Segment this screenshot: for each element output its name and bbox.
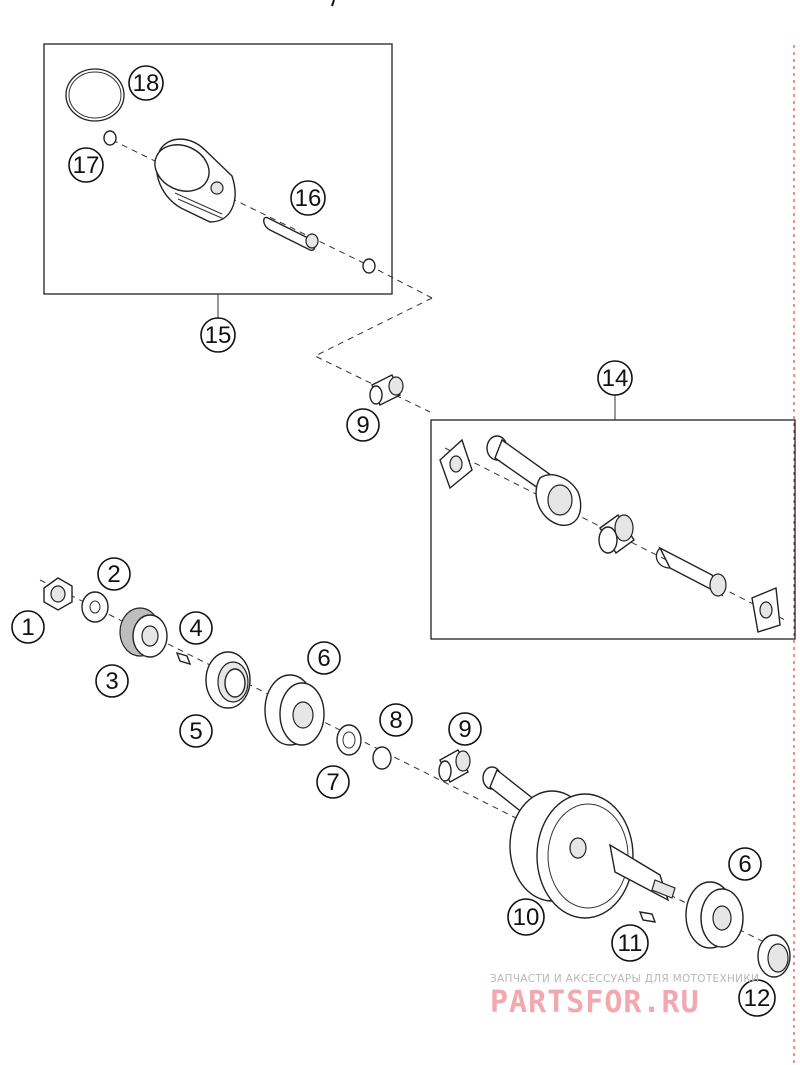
needle-bearing-lower[interactable] <box>438 749 471 783</box>
piston-ring[interactable] <box>65 68 125 122</box>
callout-6-left[interactable]: 6 <box>307 641 341 675</box>
shaft-seal[interactable] <box>205 651 251 709</box>
callout-8[interactable]: 8 <box>379 703 413 737</box>
callout-6-right[interactable]: 6 <box>728 847 762 881</box>
shaft-seal-right[interactable] <box>757 934 791 978</box>
callout-1[interactable]: 1 <box>11 610 45 644</box>
piston-pin[interactable] <box>263 216 319 251</box>
svg-text:6: 6 <box>738 851 751 878</box>
callout-15[interactable]: 15 <box>200 317 236 353</box>
piston[interactable] <box>147 136 236 223</box>
o-ring[interactable] <box>372 746 392 770</box>
ball-bearing-left[interactable] <box>264 674 325 746</box>
big-end-bearing[interactable] <box>598 513 635 555</box>
svg-text:10: 10 <box>513 904 540 931</box>
thrust-washer-left[interactable] <box>439 438 473 490</box>
svg-text:12: 12 <box>744 985 771 1012</box>
callout-11[interactable]: 11 <box>611 924 649 962</box>
circlip-left[interactable] <box>103 130 117 146</box>
svg-text:16: 16 <box>295 185 322 212</box>
spacer-washer[interactable] <box>336 724 362 756</box>
callout-14[interactable]: 14 <box>597 360 633 396</box>
conrod-kit-box <box>430 419 796 640</box>
svg-text:15: 15 <box>205 322 232 349</box>
svg-text:5: 5 <box>189 718 202 745</box>
top-mark <box>331 0 335 7</box>
callout-9-lower[interactable]: 9 <box>448 712 482 746</box>
svg-text:9: 9 <box>458 716 471 743</box>
callout-16[interactable]: 16 <box>290 180 326 216</box>
circlip-right[interactable] <box>362 258 376 274</box>
nut[interactable] <box>43 577 73 611</box>
callout-10[interactable]: 10 <box>507 898 545 936</box>
svg-text:8: 8 <box>389 707 402 734</box>
ball-bearing-right[interactable] <box>685 881 744 949</box>
watermark-tagline: ЗАПЧАСТИ И АКСЕССУАРЫ ДЛЯ МОТОТЕХНИКИ <box>490 973 759 985</box>
svg-text:3: 3 <box>105 668 118 695</box>
crankshaft[interactable] <box>482 766 676 919</box>
svg-text:2: 2 <box>107 561 120 588</box>
primary-gear[interactable] <box>119 607 168 658</box>
callout-2[interactable]: 2 <box>97 557 131 591</box>
callout-9-upper[interactable]: 9 <box>346 408 380 442</box>
svg-text:6: 6 <box>317 645 330 672</box>
svg-text:11: 11 <box>618 930 643 957</box>
woodruff-key[interactable] <box>175 651 192 666</box>
callout-12[interactable]: 12 <box>738 979 776 1017</box>
callout-4[interactable]: 4 <box>179 611 213 645</box>
callout-5[interactable]: 5 <box>179 714 213 748</box>
svg-text:7: 7 <box>326 769 339 796</box>
svg-text:4: 4 <box>189 615 202 642</box>
svg-text:18: 18 <box>133 70 160 97</box>
svg-text:9: 9 <box>356 412 369 439</box>
callout-3[interactable]: 3 <box>95 664 129 698</box>
piston-axis <box>111 139 379 271</box>
svg-text:17: 17 <box>73 152 100 179</box>
crank-pin[interactable] <box>655 546 727 597</box>
thrust-washer-right[interactable] <box>751 586 781 633</box>
svg-text:14: 14 <box>602 365 629 392</box>
svg-text:1: 1 <box>21 614 34 641</box>
callout-7[interactable]: 7 <box>316 765 350 799</box>
woodruff-key-right[interactable] <box>638 911 657 923</box>
connecting-rod[interactable] <box>486 435 582 526</box>
needle-bearing-upper[interactable] <box>369 374 404 406</box>
watermark-brand: PARTSFOR.RU <box>490 985 700 1020</box>
callout-18[interactable]: 18 <box>128 65 164 101</box>
washer[interactable] <box>81 591 109 623</box>
callout-17[interactable]: 17 <box>68 147 104 183</box>
